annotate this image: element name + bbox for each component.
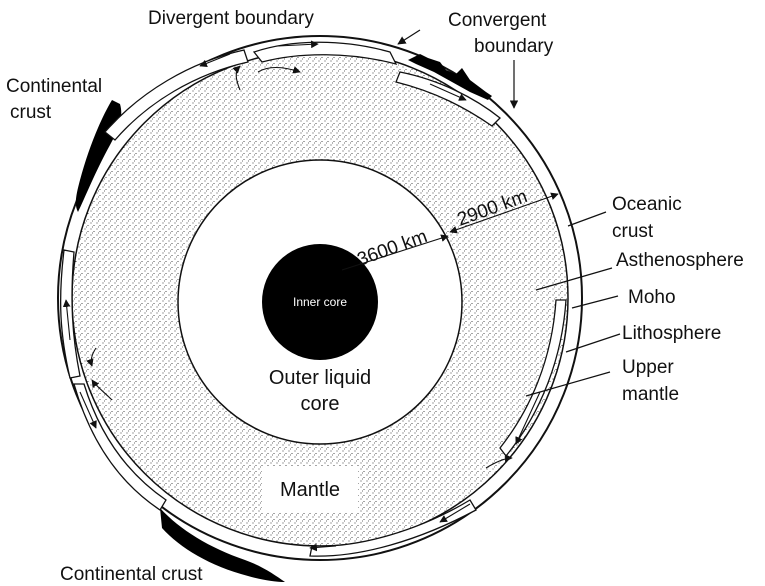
label-upper-mantle: Upper bbox=[622, 357, 674, 378]
label-divergent-boundary: Divergent boundary bbox=[148, 8, 314, 29]
label-lithosphere: Lithosphere bbox=[622, 323, 721, 344]
label-oceanic-crust: Oceanic bbox=[612, 194, 682, 215]
pointer-arrow bbox=[398, 30, 420, 44]
label-inner-core: Inner core bbox=[293, 295, 347, 309]
label-asthenosphere: Asthenosphere bbox=[616, 250, 744, 271]
label-outer-core: Outer liquid bbox=[269, 367, 371, 389]
label-continental-crust-top: Continental bbox=[6, 76, 102, 97]
label-convergent-boundary: Convergent bbox=[448, 10, 547, 31]
label-continental-crust-bottom: Continental crust bbox=[60, 564, 203, 585]
label-upper-mantle-2: mantle bbox=[622, 384, 679, 405]
leader-oceanic-crust bbox=[568, 212, 606, 226]
label-mantle: Mantle bbox=[280, 479, 340, 501]
label-outer-core-2: core bbox=[301, 393, 340, 415]
label-moho: Moho bbox=[628, 287, 676, 308]
label-oceanic-crust-2: crust bbox=[612, 221, 654, 242]
label-continental-crust-top-2: crust bbox=[10, 102, 52, 123]
label-convergent-boundary-2: boundary bbox=[474, 36, 554, 57]
